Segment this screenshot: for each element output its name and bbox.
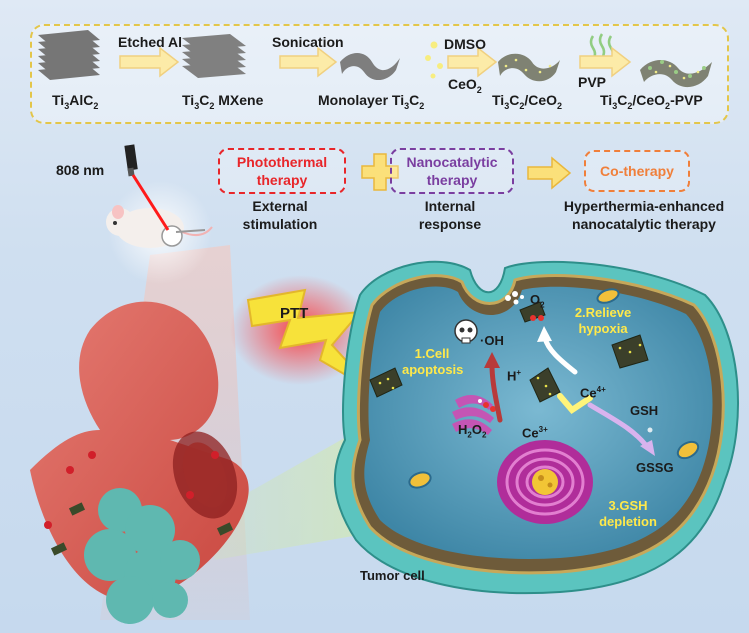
product-ti3c2-ceo2: Ti3C2/CeO2 [492, 92, 563, 111]
step-pvp-label: PVP [578, 74, 607, 90]
laser-device [124, 144, 170, 231]
photothermal-therapy-box: Photothermal therapy [218, 148, 346, 194]
co-therapy-caption: Hyperthermia-enhanced nanocatalytic ther… [563, 198, 725, 232]
ti3alc2-stack [38, 30, 100, 80]
step-etched-al-label: Etched Al [118, 34, 183, 50]
monolayer-sheet [340, 53, 400, 81]
step-dmso-label: DMSO [444, 36, 486, 52]
ce3-label: Ce3+ [522, 425, 548, 441]
nanocatalytic-therapy-box: Nanocatalytic therapy [390, 148, 514, 194]
tumor-cluster [84, 488, 200, 624]
golgi [452, 395, 494, 435]
gsh-depletion-label: 3.GSH depletion [599, 498, 657, 529]
product-ti3c2-mxene: Ti3C2 MXene [182, 92, 264, 111]
photothermal-caption: External stimulation [242, 198, 318, 232]
step-sonication-label: Sonication [272, 34, 344, 50]
skull-icon [454, 319, 478, 344]
mitochondria [408, 288, 700, 489]
nanocatalytic-caption: Internal response [418, 198, 482, 232]
laser-wavelength-label: 808 nm [56, 162, 105, 178]
cell-apoptosis-label: 1.Cell apoptosis [402, 346, 464, 377]
step-ceo2-label: CeO2 [448, 76, 482, 95]
synthesis-arrows [119, 46, 632, 78]
gsh-label: GSH [630, 403, 659, 418]
ptt-label: PTT [280, 305, 309, 322]
oxygen-label: O2 [530, 292, 545, 310]
gssg-label: GSSG [636, 460, 674, 475]
ti3c2-ceo2-sheet [498, 53, 560, 82]
hydroxyl-radical-label: ·OH [480, 333, 504, 348]
mxene-stack [182, 34, 246, 78]
therapy-arrow [527, 156, 572, 190]
tumor-cell-label: Tumor cell [360, 568, 425, 583]
nucleus [497, 440, 593, 524]
blood-vessel [30, 301, 249, 602]
product-ti3alc2: Ti3AlC2 [52, 92, 99, 111]
co-therapy-box: Co-therapy [584, 150, 690, 192]
reaction-arrows [484, 326, 655, 456]
h2o2-label: H2O2 [458, 422, 487, 440]
proton-label: H+ [507, 368, 522, 384]
molecules [478, 291, 653, 433]
synthesis-panel [30, 24, 729, 124]
product-ti3c2-ceo2-pvp: Ti3C2/CeO2-PVP [600, 92, 703, 111]
therapy-plus-icon [361, 153, 399, 191]
ce4-label: Ce4+ [580, 385, 606, 401]
product-monolayer-ti3c2: Monolayer Ti3C2 [318, 92, 425, 111]
relieve-hypoxia-label: 2.Relieve hypoxia [574, 305, 632, 336]
